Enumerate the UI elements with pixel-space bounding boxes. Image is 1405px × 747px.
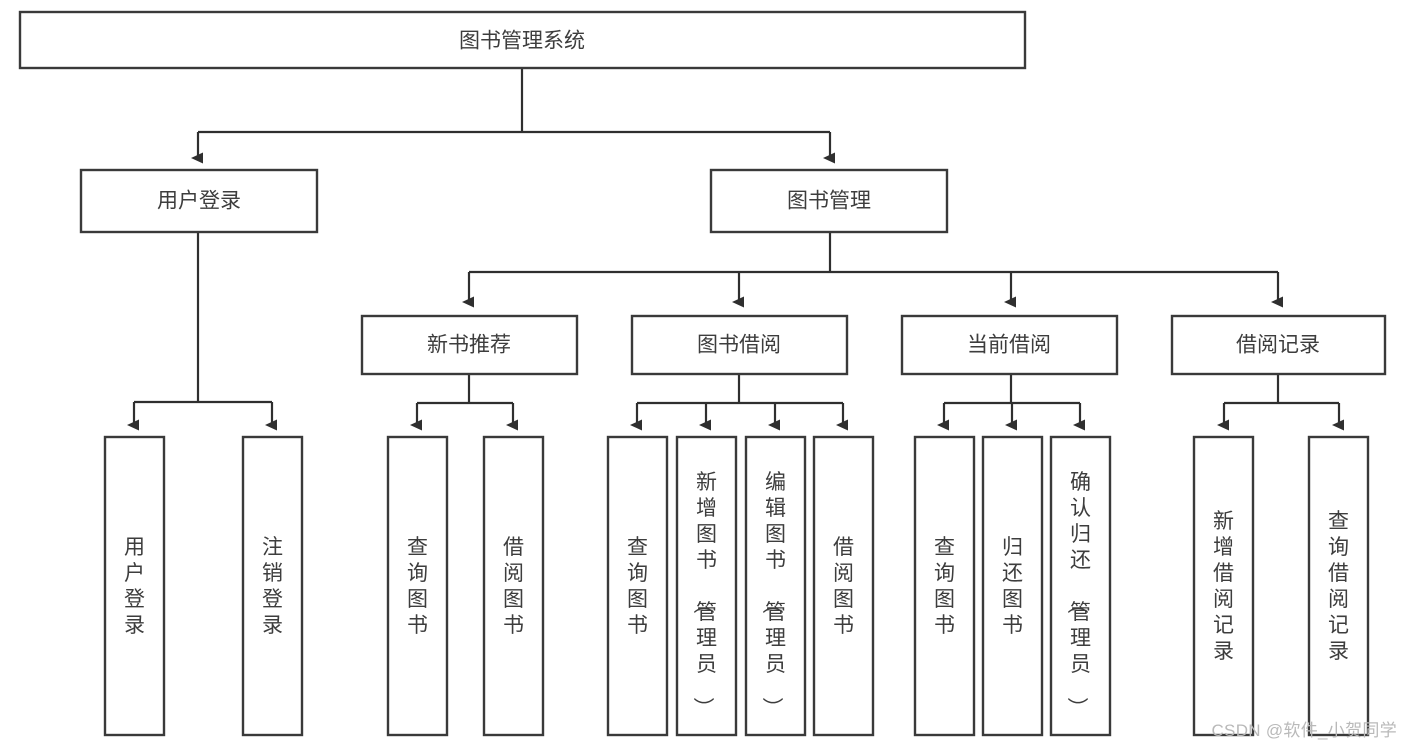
leaf-user-login-1[interactable]: 用户登录 [103, 435, 166, 737]
leaf-user-login-1-box [103, 435, 166, 737]
leaf-book-borrow-4-label: 借阅图书 [833, 536, 854, 637]
leaf-current-borrow-3-box [1049, 435, 1112, 737]
node-current-borrow[interactable]: 当前借阅 [900, 314, 1119, 376]
leaf-book-borrow-4-box [812, 435, 875, 737]
node-new-book-recommend-label: 新书推荐 [427, 334, 511, 357]
leaf-current-borrow-3-label: 确认归还（管理员） [1065, 471, 1091, 718]
leaf-book-borrow-2-label: 新增图书（管理员） [691, 471, 717, 718]
leaf-new-book-1-label: 查询图书 [407, 536, 428, 637]
node-new-book-recommend[interactable]: 新书推荐 [360, 314, 579, 376]
leaf-new-book-1[interactable]: 查询图书 [386, 435, 449, 737]
leaf-current-borrow-3[interactable]: 确认归还（管理员） [1049, 435, 1112, 737]
node-borrow-record[interactable]: 借阅记录 [1170, 314, 1387, 376]
leaf-book-borrow-4[interactable]: 借阅图书 [812, 435, 875, 737]
leaf-borrow-record-2-box [1307, 435, 1370, 737]
leaf-current-borrow-1-box [913, 435, 976, 737]
leaf-book-borrow-1-label: 查询图书 [627, 536, 648, 637]
node-current-borrow-label: 当前借阅 [967, 334, 1051, 357]
leaf-book-borrow-2[interactable]: 新增图书（管理员） [675, 435, 738, 737]
leaf-new-book-2-label: 借阅图书 [503, 536, 524, 637]
node-user-login-box [79, 168, 319, 234]
node-book-borrow-label: 图书借阅 [697, 334, 781, 357]
leaf-book-borrow-2-box [675, 435, 738, 737]
node-book-borrow-box [630, 314, 849, 376]
leaf-current-borrow-2-box [981, 435, 1044, 737]
node-root-box [18, 10, 1027, 70]
leaf-book-borrow-3-label: 编辑图书（管理员） [760, 471, 786, 718]
node-borrow-record-label: 借阅记录 [1236, 334, 1320, 357]
leaf-book-borrow-3-box [744, 435, 807, 737]
leaf-book-borrow-1-box [606, 435, 669, 737]
leaf-book-borrow-1[interactable]: 查询图书 [606, 435, 669, 737]
node-user-login-label: 用户登录 [157, 190, 241, 213]
leaf-current-borrow-1-label: 查询图书 [934, 536, 955, 637]
node-user-login[interactable]: 用户登录 [79, 168, 319, 234]
node-book-manage[interactable]: 图书管理 [709, 168, 949, 234]
leaf-borrow-record-1-label: 新增借阅记录 [1213, 510, 1234, 663]
leaf-current-borrow-1[interactable]: 查询图书 [913, 435, 976, 737]
leaf-current-borrow-2-label: 归还图书 [1002, 536, 1023, 637]
node-root-label: 图书管理系统 [459, 30, 585, 53]
node-book-borrow[interactable]: 图书借阅 [630, 314, 849, 376]
leaf-user-login-2[interactable]: 注销登录 [241, 435, 304, 737]
node-book-manage-label: 图书管理 [787, 190, 871, 213]
node-current-borrow-box [900, 314, 1119, 376]
leaf-new-book-2-box [482, 435, 545, 737]
leaf-borrow-record-2-label: 查询借阅记录 [1328, 510, 1349, 663]
node-root[interactable]: 图书管理系统 [18, 10, 1027, 70]
leaf-current-borrow-2[interactable]: 归还图书 [981, 435, 1044, 737]
leaf-new-book-1-box [386, 435, 449, 737]
leaf-new-book-2[interactable]: 借阅图书 [482, 435, 545, 737]
node-book-manage-box [709, 168, 949, 234]
node-new-book-recommend-box [360, 314, 579, 376]
leaf-borrow-record-1[interactable]: 新增借阅记录 [1192, 435, 1255, 737]
leaf-borrow-record-2[interactable]: 查询借阅记录 [1307, 435, 1370, 737]
leaf-user-login-2-label: 注销登录 [262, 536, 283, 637]
leaf-user-login-1-label: 用户登录 [124, 536, 145, 637]
leaf-user-login-2-box [241, 435, 304, 737]
leaf-book-borrow-3[interactable]: 编辑图书（管理员） [744, 435, 807, 737]
connector-layer [127, 68, 1344, 431]
node-borrow-record-box [1170, 314, 1387, 376]
leaf-borrow-record-1-box [1192, 435, 1255, 737]
